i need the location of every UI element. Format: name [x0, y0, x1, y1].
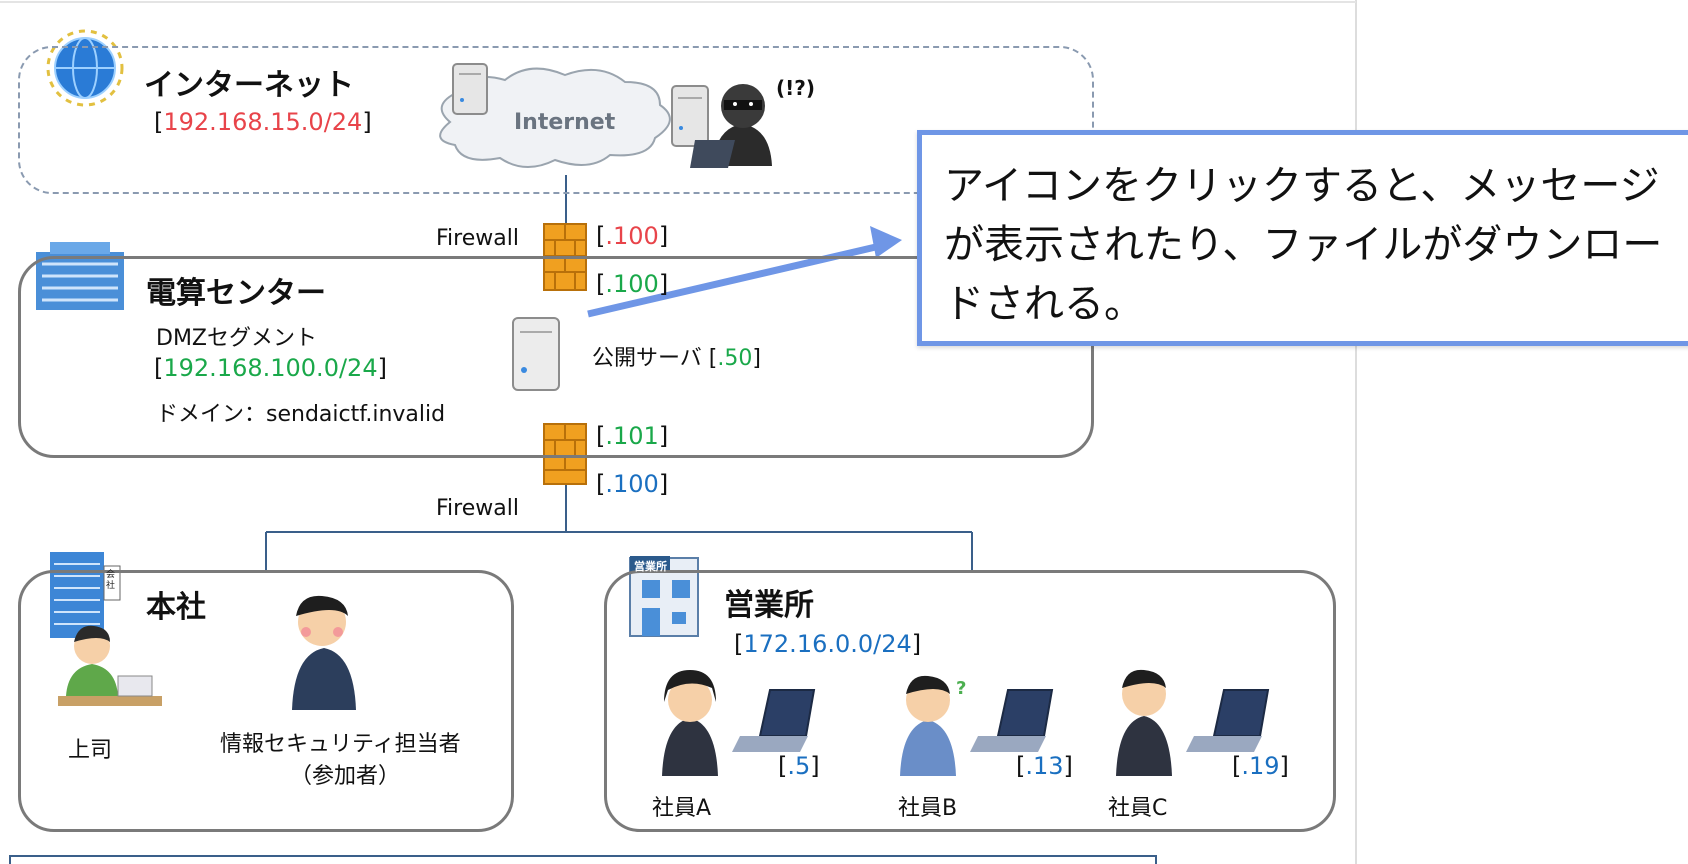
laptop-icon[interactable] [1186, 689, 1270, 752]
firewall-bottom-inner-ip: [.100] [596, 470, 669, 498]
public-server-label: 公開サーバ [.50] [592, 346, 761, 371]
instruction-callout: アイコンをクリックすると、メッセージが表示されたり、ファイルがダウンロードされる… [917, 130, 1688, 346]
hq-zone [18, 570, 514, 832]
laptop-icon[interactable] [732, 689, 816, 752]
dmz-subnet: [192.168.100.0/24] [154, 354, 387, 382]
boss-label: 上司 [68, 738, 113, 763]
hq-sign-label: 会社 [106, 570, 116, 591]
branch-title: 営業所 [724, 588, 814, 623]
firewall-bottom-outer-ip: [.101] [596, 422, 669, 450]
employee-a-label: 社員A [652, 796, 712, 821]
laptop-icon[interactable] [970, 689, 1054, 752]
employee-a-icon[interactable] [662, 670, 718, 776]
globe-icon[interactable] [46, 29, 124, 107]
branch-subnet: [172.16.0.0/24] [734, 630, 922, 658]
public-server-icon[interactable] [512, 317, 560, 391]
datacenter-title: 電算センター [146, 276, 326, 311]
employee-c-label: 社員C [1108, 796, 1168, 821]
participant-label: （参加者） [290, 764, 401, 789]
attacker-tag: (!?) [776, 76, 816, 100]
firewall-bottom-label: Firewall [436, 496, 519, 521]
employee-b-ip: [.13] [1016, 752, 1073, 780]
boss-person-icon[interactable] [58, 625, 162, 706]
hq-title: 本社 [146, 590, 206, 625]
internet-zone [18, 46, 1094, 194]
dmz-segment-label: DMZセグメント [156, 326, 317, 351]
firewall-icon[interactable] [543, 423, 587, 485]
network-links [265, 175, 973, 570]
employee-b-icon[interactable]: ? [900, 675, 966, 776]
hacker-icon[interactable] [690, 84, 772, 168]
firewall-top-label: Firewall [436, 226, 519, 251]
security-officer-icon[interactable] [292, 595, 356, 710]
employee-a-ip: [.5] [778, 752, 820, 780]
firewall-top-outer-ip: [.100] [596, 222, 669, 250]
internet-subnet: [192.168.15.0/24] [154, 108, 372, 136]
server-icon[interactable] [452, 63, 488, 115]
branch-zone [604, 570, 1336, 832]
internet-title: インターネット [144, 68, 354, 103]
hq-building-icon[interactable] [50, 552, 121, 638]
dmz-domain: ドメイン：sendaictf.invalid [156, 402, 446, 427]
attacker-server-icon[interactable] [671, 85, 709, 147]
branch-badge: 営業所 [634, 560, 667, 573]
employee-c-ip: [.19] [1232, 752, 1289, 780]
datacenter-zone [18, 256, 1094, 458]
cloud-label: Internet [514, 110, 616, 135]
security-officer-label: 情報セキュリティ担当者 [220, 732, 461, 757]
svg-text:?: ? [956, 678, 966, 699]
employee-c-icon[interactable] [1116, 669, 1172, 776]
employee-b-label: 社員B [898, 796, 958, 821]
firewall-top-inner-ip: [.100] [596, 270, 669, 298]
cloud-icon[interactable] [439, 67, 671, 168]
bottom-panel-edge [9, 855, 1157, 864]
